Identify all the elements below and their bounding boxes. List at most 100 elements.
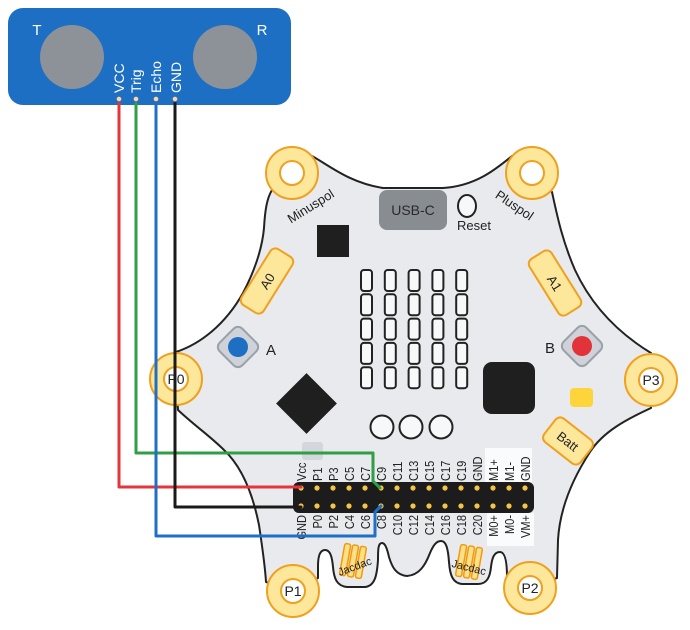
transmitter-transducer bbox=[40, 25, 104, 89]
header-label-bottom: C10 bbox=[390, 515, 405, 536]
hole-p1: P1 bbox=[266, 564, 320, 618]
header-label-bottom: M0- bbox=[502, 515, 517, 534]
header-label-top: C13 bbox=[406, 460, 421, 481]
jacdac-contact bbox=[462, 545, 476, 579]
microphone-pad bbox=[302, 442, 323, 460]
led bbox=[431, 317, 445, 341]
header-label-top: C9 bbox=[374, 467, 389, 481]
receiver-transducer bbox=[193, 25, 257, 89]
label-background bbox=[487, 513, 534, 546]
usb-c-connector bbox=[379, 190, 447, 230]
header-label-top: P1 bbox=[310, 467, 325, 481]
led bbox=[455, 341, 469, 365]
sensor-pin-vcc bbox=[115, 95, 123, 103]
header-label-top: GND bbox=[470, 456, 485, 481]
hole-minuspol bbox=[265, 146, 319, 200]
rgb-led bbox=[398, 414, 424, 440]
header-label-top: M1+ bbox=[486, 459, 501, 481]
header-pins bbox=[298, 485, 528, 509]
header-pin bbox=[506, 485, 512, 491]
pad-batt: Batt bbox=[542, 416, 594, 466]
header-label-bottom: C12 bbox=[406, 515, 421, 536]
status-led bbox=[570, 388, 593, 407]
header-label-bottom: P2 bbox=[326, 515, 341, 529]
jacdac-contact bbox=[470, 546, 484, 581]
sensor-pin-label-echo: Echo bbox=[148, 61, 164, 93]
header-pin bbox=[474, 485, 480, 491]
reset-label: Reset bbox=[457, 218, 491, 233]
jacdac-contact bbox=[354, 545, 368, 580]
button-b bbox=[560, 324, 604, 368]
header-pin bbox=[458, 485, 464, 491]
transmitter-label: T bbox=[32, 22, 41, 39]
pin-header bbox=[293, 482, 534, 513]
hole-center bbox=[519, 160, 545, 186]
hole-center bbox=[638, 367, 664, 393]
header-label-top: C7 bbox=[358, 467, 373, 481]
wire-trig bbox=[134, 98, 382, 490]
led bbox=[360, 293, 373, 317]
sensor-pin-trig bbox=[132, 95, 140, 103]
header-pin bbox=[426, 503, 432, 509]
header-label-bottom: C4 bbox=[342, 515, 357, 529]
led bbox=[383, 341, 397, 365]
hole-label-p1: P1 bbox=[284, 583, 301, 599]
header-label-bottom: GND bbox=[294, 515, 309, 540]
header-label-top: GND bbox=[518, 456, 533, 481]
led bbox=[455, 366, 469, 390]
led bbox=[360, 317, 373, 341]
wires bbox=[117, 98, 383, 538]
header-label-bottom: C6 bbox=[358, 515, 373, 529]
pad-a1-body bbox=[527, 249, 583, 317]
rgb-led bbox=[369, 414, 395, 440]
pad-a0: A0 bbox=[239, 247, 295, 315]
header-pin bbox=[394, 485, 400, 491]
sensor-pin-echo bbox=[152, 95, 160, 103]
header-label-top: C19 bbox=[454, 460, 469, 481]
pad-a0-body bbox=[239, 247, 295, 315]
calliope-board: P0 P3 P1 P2 Minuspol Pluspol USB-C Reset bbox=[149, 146, 678, 618]
hole-pluspol bbox=[505, 146, 559, 200]
header-pin bbox=[522, 485, 528, 491]
header-label-top: M1- bbox=[502, 462, 517, 481]
led bbox=[407, 317, 421, 341]
button-a-cap bbox=[228, 337, 248, 357]
header-pin bbox=[362, 485, 368, 491]
hole-p3: P3 bbox=[624, 353, 678, 407]
jacdac-contact bbox=[346, 544, 360, 578]
led bbox=[360, 366, 373, 390]
header-label-top: C17 bbox=[438, 460, 453, 481]
hole-center bbox=[279, 160, 305, 186]
jacdac-contact bbox=[454, 543, 468, 578]
rgb-led bbox=[428, 414, 454, 440]
led bbox=[431, 293, 445, 317]
header-pin bbox=[458, 503, 464, 509]
header-pin bbox=[410, 503, 416, 509]
reset-button bbox=[457, 194, 477, 218]
receiver-label: R bbox=[257, 22, 268, 39]
header-pin bbox=[330, 503, 336, 509]
sensor-pin-label-vcc: VCC bbox=[111, 63, 127, 93]
header-label-bottom: C20 bbox=[470, 515, 485, 536]
sensor-pin-label-gnd: GND bbox=[168, 62, 184, 93]
usb-c-label: USB-C bbox=[391, 202, 435, 218]
header-pin bbox=[410, 485, 416, 491]
header-label-bottom: C14 bbox=[422, 515, 437, 536]
wire-echo bbox=[154, 98, 383, 538]
sensor-pin-label-trig: Trig bbox=[128, 69, 144, 93]
jacdac-connector-left bbox=[338, 542, 368, 580]
led bbox=[383, 317, 397, 341]
header-label-bottom: C8 bbox=[374, 515, 389, 529]
header-pin bbox=[394, 503, 400, 509]
pad-a1-label: A1 bbox=[544, 273, 565, 294]
square-chip bbox=[317, 225, 349, 257]
led bbox=[407, 341, 421, 365]
pad-a0-label: A0 bbox=[257, 271, 278, 292]
button-a bbox=[216, 325, 260, 369]
header-label-top: P3 bbox=[326, 467, 341, 481]
led bbox=[383, 293, 397, 317]
led-matrix bbox=[360, 269, 469, 390]
led bbox=[455, 269, 469, 292]
header-pin bbox=[490, 485, 496, 491]
